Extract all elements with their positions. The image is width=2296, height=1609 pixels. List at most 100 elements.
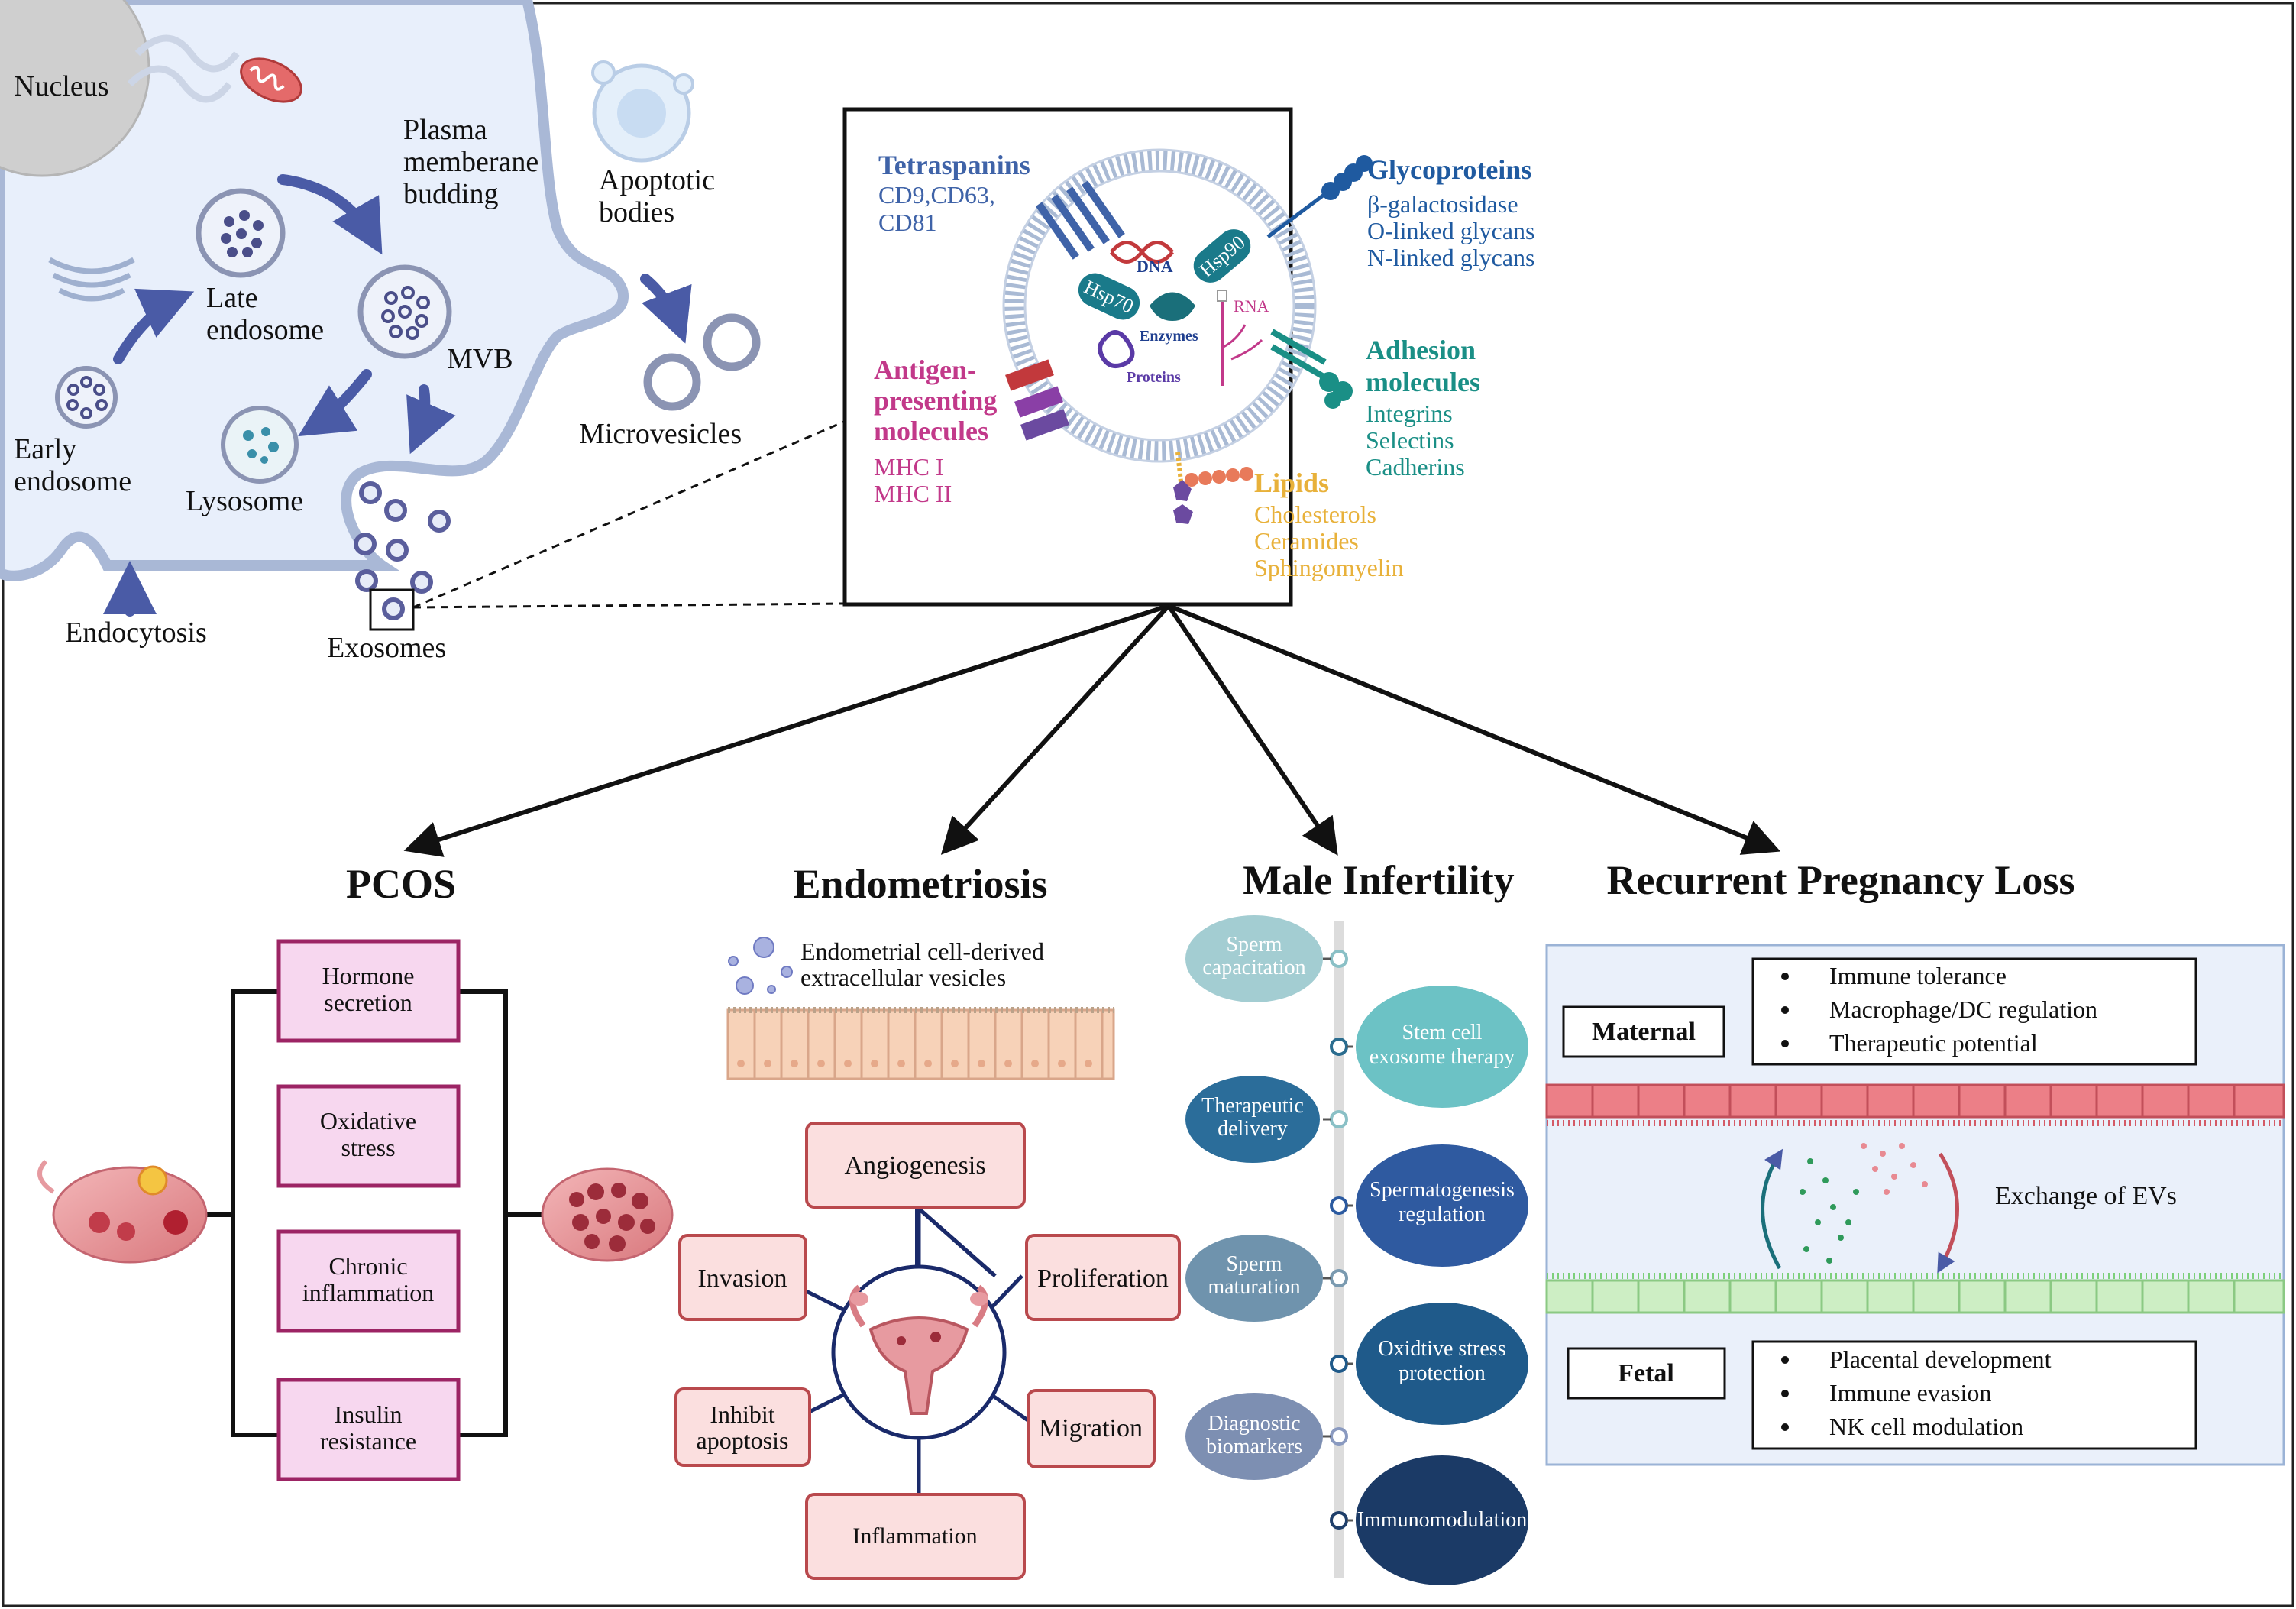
adhesion-items: Integrins Selectins Cadherins <box>1366 400 1465 481</box>
svg-text:Proliferation: Proliferation <box>1037 1264 1169 1293</box>
early-endosome-label: Early endosome <box>14 433 131 497</box>
exchange-label: Exchange of EVs <box>1995 1182 2177 1210</box>
svg-text:Therapeutic potential: Therapeutic potential <box>1829 1029 2038 1057</box>
golgi-icon <box>48 257 135 302</box>
antigen-title: Antigen- presenting molecules <box>874 354 1004 446</box>
microvesicles-label: Microvesicles <box>579 418 742 450</box>
svg-text:NK cell modulation: NK cell modulation <box>1829 1413 2023 1440</box>
exosome-bilayer <box>1004 151 1315 461</box>
exosome-detail-panel: DNA Hsp90 Hsp70 Enzymes RNA Proteins Tet… <box>842 107 1541 607</box>
rna-icon <box>1217 290 1263 386</box>
lipids-items: Cholesterols Ceramides Sphingomyelin <box>1254 500 1404 581</box>
exosome-zoom-box <box>369 588 415 631</box>
endometriosis-title: Endometriosis <box>793 861 1047 907</box>
uterus-icon <box>849 1284 988 1415</box>
fetal-box <box>1567 1347 1726 1400</box>
svg-text:Immune tolerance: Immune tolerance <box>1829 962 2007 989</box>
glycoprotein-icon <box>1266 155 1373 238</box>
plasma-budding-label: Plasma memberane budding <box>403 114 546 210</box>
adhesion-icon <box>1270 329 1353 409</box>
lipid-icon <box>1173 452 1253 524</box>
timeline-bar <box>1334 921 1344 1578</box>
maternal-label: Maternal <box>1592 1018 1696 1046</box>
adhesion-title: Adhesion molecules <box>1366 335 1483 397</box>
proliferation-box: Proliferation <box>1025 1234 1181 1321</box>
svg-text:Immune evasion: Immune evasion <box>1829 1379 1991 1407</box>
cell-membrane <box>0 0 629 581</box>
vesicle-dots <box>728 937 793 995</box>
angiogenesis-box: Angiogenesis <box>805 1122 1026 1209</box>
cell-diagram: Nucleus <box>0 0 761 664</box>
mvb-label: MVB <box>447 343 513 375</box>
arrow-late-mvb <box>277 174 383 255</box>
glycoproteins-items: β-galactosidase O-linked glycans N-linke… <box>1367 190 1541 271</box>
maternal-items: Immune tolerance Macrophage/DC regulatio… <box>1781 962 2097 1057</box>
svg-text:Macrophage/DC regulation: Macrophage/DC regulation <box>1829 996 2097 1023</box>
zoom-line-top <box>412 420 845 609</box>
rpl-panel: Maternal Immune tolerance Macrophage/DC … <box>1545 944 2285 1466</box>
fetal-items-box <box>1751 1340 2197 1450</box>
apoptotic-body-icon <box>591 60 694 163</box>
apoptotic-bodies-label: Apoptotic bodies <box>599 164 722 228</box>
antigen-icon <box>1005 359 1069 441</box>
rna-label: RNA <box>1234 296 1269 316</box>
microvesicles-icon <box>643 313 761 411</box>
proteins-label: Proteins <box>1127 369 1181 386</box>
late-endosome-label: Late endosome <box>206 282 324 346</box>
tetraspanins-items: CD9,CD63, CD81 <box>878 181 1001 236</box>
enzyme-icon <box>1150 292 1195 321</box>
svg-text:Migration: Migration <box>1039 1414 1143 1442</box>
endometriosis-panel: Endometrial cell-derived extracellular v… <box>674 937 1181 1580</box>
exosome-dots <box>354 481 451 620</box>
proteins-icon <box>1098 330 1135 368</box>
svg-text:Inflammation: Inflammation <box>852 1523 977 1549</box>
male-infertility-title: Male Infertility <box>1243 857 1514 903</box>
fetal-label: Fetal <box>1618 1359 1674 1387</box>
polycystic-ovary-icon <box>541 1167 674 1262</box>
fetal-items: Placental development Immune evasion NK … <box>1781 1345 2052 1440</box>
svg-text:Angiogenesis: Angiogenesis <box>844 1151 985 1180</box>
arrow-microvesicles <box>640 274 692 344</box>
antigen-items: MHC I MHC II <box>874 453 952 507</box>
vesicle-label: Endometrial cell-derived extracellular v… <box>800 937 1050 991</box>
fetal-cell-layer <box>1545 1273 2285 1314</box>
lysosome-label: Lysosome <box>186 485 303 517</box>
early-endosome-shape <box>55 366 118 429</box>
ev-exchange-icon <box>1761 1143 1959 1274</box>
arrow-mvb-lysosome <box>298 369 372 437</box>
normal-ovary-icon <box>37 1159 208 1264</box>
inflammation-box: Inflammation <box>805 1493 1026 1580</box>
rpl-title: Recurrent Pregnancy Loss <box>1607 857 2075 903</box>
svg-text:Invasion: Invasion <box>697 1264 787 1293</box>
exosomes-label: Exosomes <box>327 632 446 664</box>
svg-text:Immunomodulation: Immunomodulation <box>1357 1508 1527 1532</box>
arrow-mvb-exosome <box>406 384 456 455</box>
svg-text:Placental development: Placental development <box>1829 1345 2052 1373</box>
pcos-title: PCOS <box>346 861 456 907</box>
lipids-title: Lipids <box>1254 468 1329 498</box>
male-right-3: Immunomodulation <box>1356 1455 1528 1585</box>
branch-arrows <box>403 604 1781 857</box>
dna-label: DNA <box>1137 257 1173 276</box>
